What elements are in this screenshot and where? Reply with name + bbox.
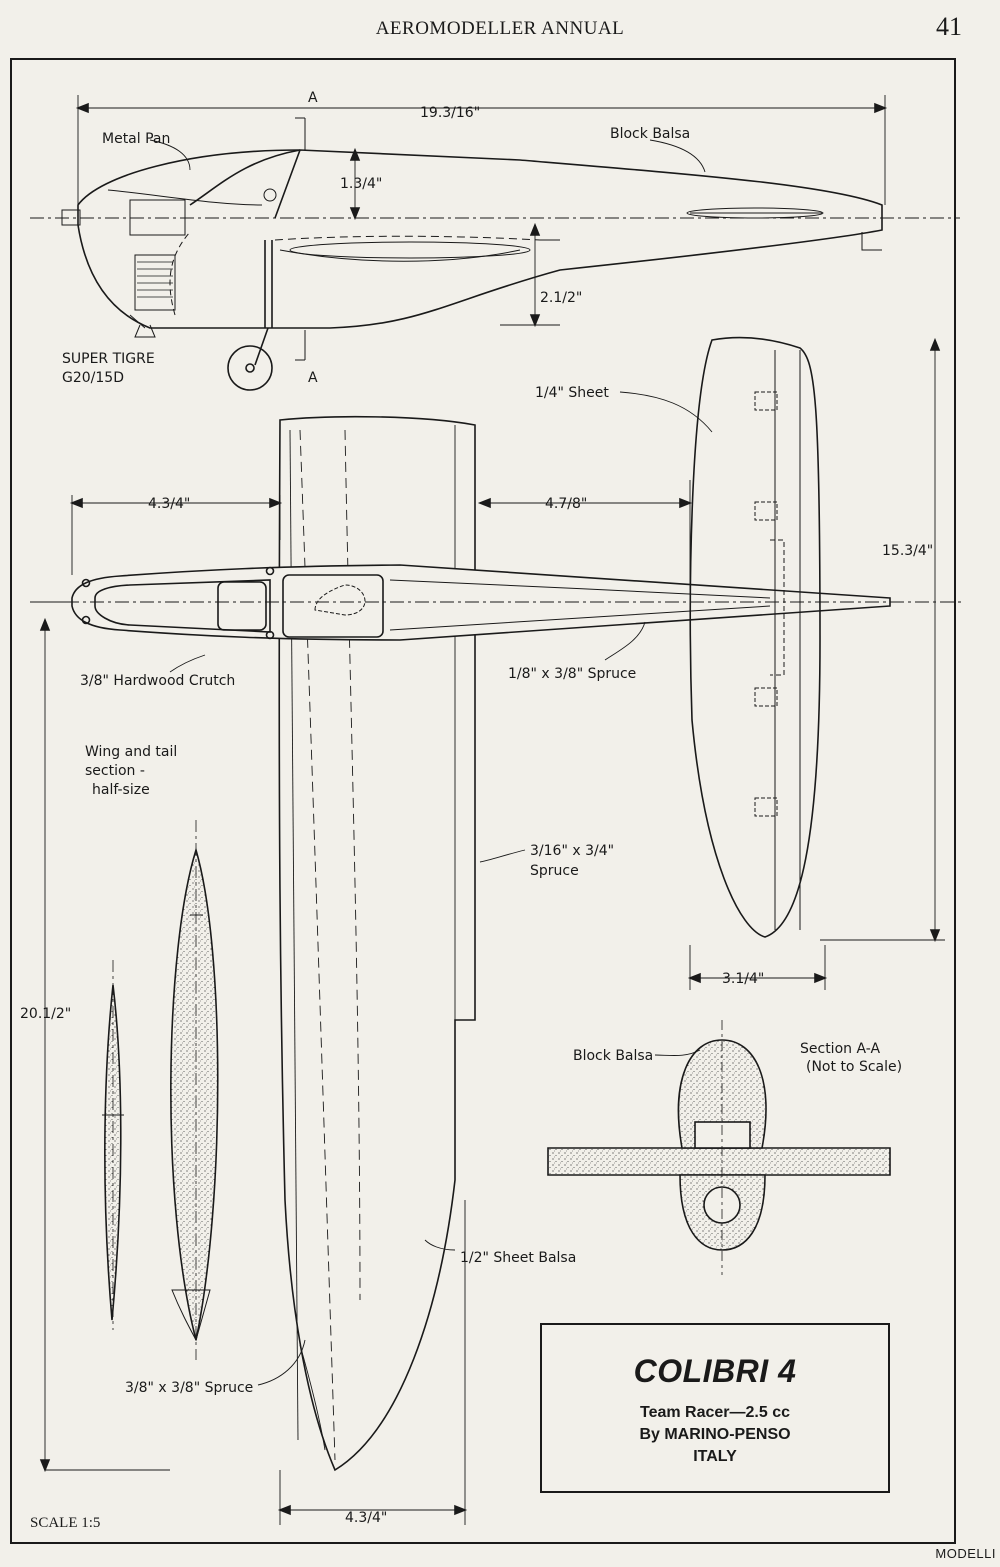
label-spruce-long: 1/8" x 3/8" Spruce — [508, 666, 636, 682]
label-section-note: (Not to Scale) — [806, 1059, 902, 1075]
plan-view-wing — [278, 415, 476, 1472]
label-sections-caption-3: half-size — [92, 782, 150, 798]
label-engine-line2: G20/15D — [62, 370, 124, 386]
label-spar: 3/16" x 3/4" — [530, 843, 614, 859]
label-left-span: 4.3/4" — [148, 496, 190, 512]
model-class: Team Racer—2.5 cc — [639, 1404, 790, 1421]
section-aa — [547, 1020, 891, 1275]
credit-label: MODELLI — [935, 1546, 996, 1561]
title-block: COLIBRI 4 Team Racer—2.5 cc By MARINO-PE… — [540, 1323, 890, 1493]
label-right-span: 4.7/8" — [545, 496, 587, 512]
model-country: ITALY — [693, 1448, 737, 1465]
label-height-upper: 1.3/4" — [340, 176, 382, 192]
page-number: 41 — [936, 12, 962, 41]
label-sections-caption-2: section - — [85, 763, 145, 779]
label-overall-length: 19.3/16" — [420, 105, 480, 121]
label-block-balsa-side: Block Balsa — [610, 126, 690, 142]
tail-planform — [619, 336, 945, 990]
plan-view-fuselage — [40, 480, 965, 673]
header-title: AEROMODELLER ANNUAL — [375, 18, 625, 39]
label-sections-caption-1: Wing and tail — [85, 744, 177, 760]
label-root-width: 4.3/4" — [345, 1510, 387, 1526]
label-section-mark-bottom: A — [308, 370, 318, 386]
label-height-lower: 2.1/2" — [540, 290, 582, 306]
label-tail-span: 15.3/4" — [882, 543, 933, 559]
label-tail-sheet: 1/4" Sheet — [535, 385, 609, 401]
label-sheet-wing: 1/2" Sheet Balsa — [460, 1250, 576, 1266]
label-tail-chord: 3.1/4" — [722, 971, 764, 987]
label-spar-line2: Spruce — [530, 863, 579, 879]
label-section-block-balsa: Block Balsa — [573, 1048, 653, 1064]
drawing-frame — [10, 58, 956, 1544]
model-name: COLIBRI 4 — [633, 1353, 797, 1389]
label-leading-edge: 3/8" x 3/8" Spruce — [125, 1380, 253, 1396]
label-metal-pan: Metal Pan — [102, 131, 170, 147]
label-crutch: 3/8" Hardwood Crutch — [80, 673, 235, 689]
label-engine-line1: SUPER TIGRE — [62, 351, 155, 367]
label-section-title: Section A-A — [800, 1041, 880, 1057]
model-designer: By MARINO-PENSO — [639, 1426, 791, 1443]
label-section-mark-top: A — [308, 90, 318, 106]
side-view-fuselage — [30, 95, 960, 391]
wing-sections — [30, 601, 526, 1525]
label-wing-length: 20.1/2" — [20, 1006, 71, 1022]
model-info: Team Racer—2.5 cc By MARINO-PENSO ITALY — [542, 1402, 888, 1468]
scale-label: SCALE 1:5 — [30, 1515, 101, 1531]
